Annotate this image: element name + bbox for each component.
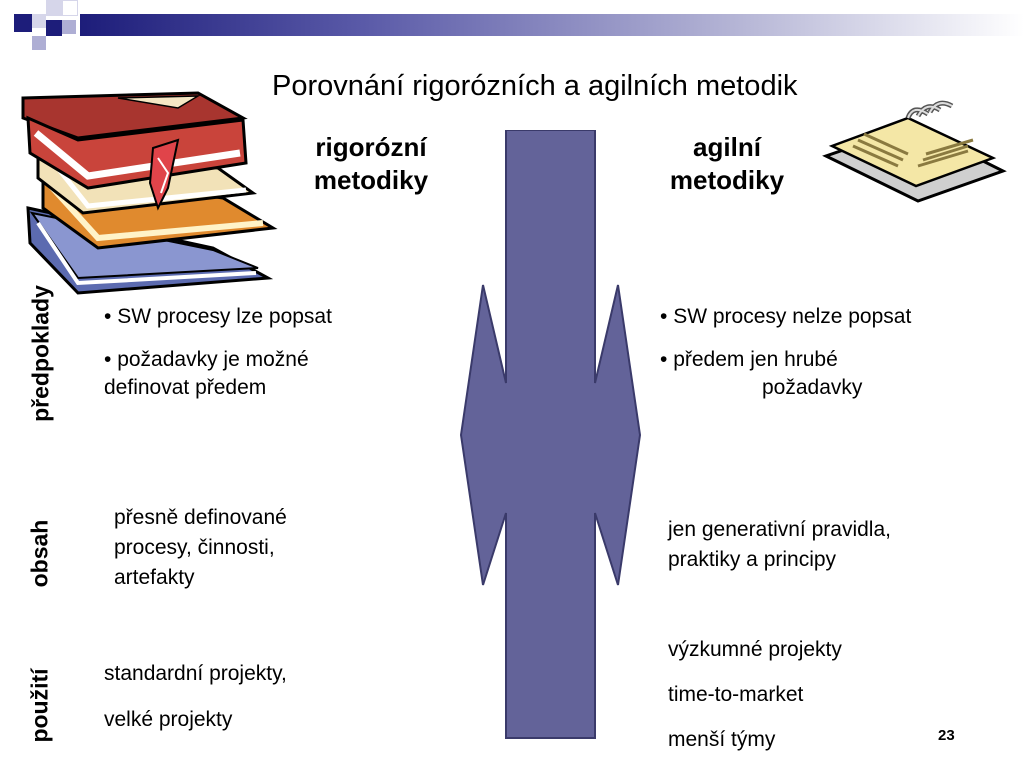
pouziti-left-block: standardní projekty, velké projekty	[104, 659, 424, 735]
predpoklady-right-block: SW procesy nelze popsat předem jen hrubé…	[660, 302, 1024, 402]
text-line: přesně definované	[114, 506, 287, 529]
column-header-agile-line2: metodiky	[669, 165, 785, 195]
text-line: jen generativní pravidla,	[668, 518, 891, 541]
double-arrow-shape	[459, 130, 642, 739]
list-item-continuation: požadavky	[762, 376, 863, 399]
header-gradient-bar	[80, 14, 1024, 36]
column-header-agile: agilní metodiky	[618, 131, 836, 197]
obsah-right-block: jen generativní pravidla, praktiky a pri…	[668, 515, 1018, 575]
column-header-rigorous-line2: metodiky	[313, 165, 429, 195]
predpoklady-left-block: SW procesy lze popsat požadavky je možné…	[104, 302, 444, 402]
list-item-continuation: definovat předem	[104, 376, 267, 399]
pouziti-right-block: výzkumné projekty time-to-market menší t…	[668, 635, 988, 755]
text-line: výzkumné projekty	[668, 638, 842, 661]
list-item: SW procesy lze popsat	[104, 302, 444, 332]
row-label-pouziti: použití	[26, 668, 53, 743]
obsah-left-block: přesně definované procesy, činnosti, art…	[114, 503, 434, 593]
text-line: artefakty	[114, 566, 195, 589]
list-item: SW procesy nelze popsat	[660, 302, 1024, 332]
text-line: velké projekty	[104, 708, 233, 731]
column-header-rigorous: rigorózní metodiky	[262, 131, 480, 197]
row-label-obsah: obsah	[26, 519, 53, 588]
notebook-icon	[822, 100, 1007, 203]
column-header-rigorous-line1: rigorózní	[315, 132, 427, 162]
text-line: menší týmy	[668, 728, 776, 751]
column-header-agile-line1: agilní	[693, 132, 761, 162]
row-label-predpoklady: předpoklady	[27, 285, 54, 422]
slide-title: Porovnání rigorózních a agilních metodik	[272, 70, 798, 102]
text-line: procesy, činnosti,	[114, 536, 275, 559]
slide-number: 23	[938, 727, 955, 744]
text-line: time-to-market	[668, 683, 804, 706]
text-line: praktiky a principy	[668, 548, 837, 571]
books-icon	[21, 91, 278, 295]
list-item: předem jen hrubé	[660, 346, 1024, 374]
text-line: standardní projekty,	[104, 662, 287, 685]
list-item: požadavky je možné	[104, 346, 444, 374]
